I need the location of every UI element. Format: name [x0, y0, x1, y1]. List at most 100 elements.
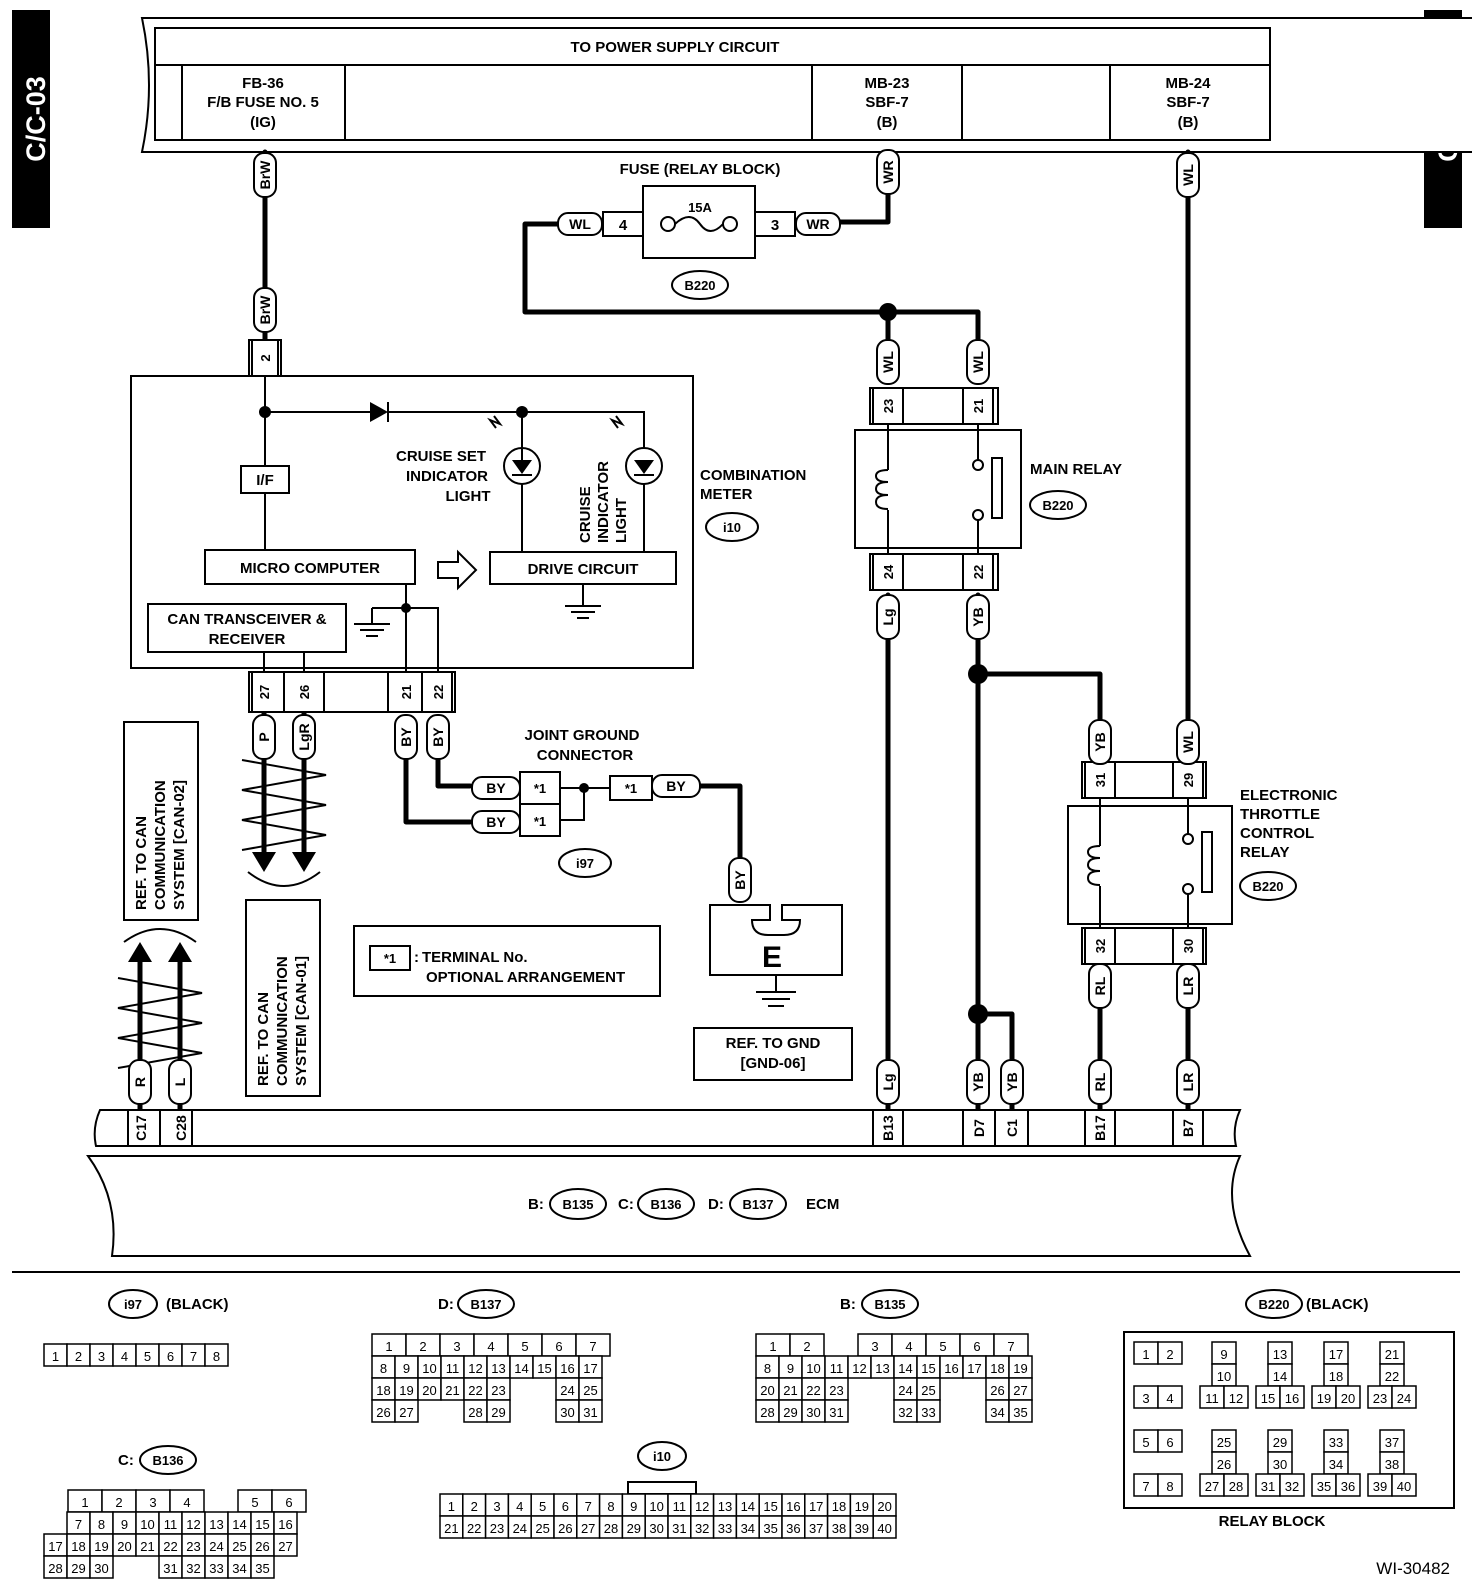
grid-b220-pin: 21 — [1385, 1347, 1399, 1362]
ref-can01-line3: SYSTEM [CAN-01] — [293, 956, 310, 1086]
grid-b137-pin: 3 — [453, 1339, 460, 1354]
main-relay-pin-24: 24 — [881, 564, 896, 579]
grid-b135-pin: 23 — [829, 1383, 843, 1398]
grid-b220-pin: 11 — [1205, 1391, 1219, 1406]
grid-b135-cell — [1008, 1399, 1033, 1423]
grid-b137-pin: 26 — [376, 1405, 390, 1420]
grid-b220-pin: 2 — [1166, 1347, 1173, 1362]
wire-by-3: BY — [486, 780, 506, 796]
wire-wr-1: WR — [880, 160, 896, 183]
grid-b135-pin: 12 — [852, 1361, 866, 1376]
grid-b136-pin: 14 — [232, 1517, 246, 1532]
grid-b220-pin: 31 — [1261, 1479, 1275, 1494]
etc-relay-pin-30: 30 — [1181, 939, 1196, 953]
grid-b135-pin: 17 — [967, 1361, 981, 1376]
grid-i10-pin: 35 — [763, 1521, 777, 1536]
ref-can02-line2: COMMUNICATION — [152, 780, 169, 910]
grid-b135-pin: 34 — [990, 1405, 1004, 1420]
fb36-line3: (IG) — [250, 114, 276, 131]
grid-b136-pin: 2 — [115, 1495, 122, 1510]
grid-b135-pin: 13 — [875, 1361, 889, 1376]
grid-b135-pin: 4 — [905, 1339, 912, 1354]
grid-i10-pin: 33 — [718, 1521, 732, 1536]
grid-i10-pin: 32 — [695, 1521, 709, 1536]
grid-i97-pin: 3 — [98, 1349, 105, 1364]
grid-b136-cell — [273, 1533, 298, 1557]
wire-yb-1: YB — [970, 607, 986, 626]
grid-b135-pin: 27 — [1013, 1383, 1027, 1398]
main-relay-pin-22: 22 — [971, 565, 986, 579]
grid-b136-pin: 4 — [183, 1495, 190, 1510]
etc-relay-line2: THROTTLE — [1240, 806, 1320, 823]
grid-b136-pin: 32 — [186, 1561, 200, 1576]
grid-b220-cell — [1391, 1473, 1417, 1497]
wire-lr-2: LR — [1180, 1073, 1196, 1092]
twisted-pair-can02 — [117, 928, 203, 1069]
grid-b220-pin: 14 — [1273, 1369, 1287, 1384]
fuse-rating: 15A — [688, 200, 712, 215]
grid-b135-pin: 9 — [787, 1361, 794, 1376]
ref-can01-line2: COMMUNICATION — [274, 956, 291, 1086]
wire-by-6: BY — [666, 778, 686, 794]
b220-color: (BLACK) — [1306, 1296, 1368, 1313]
grid-b220-pin: 7 — [1142, 1479, 1149, 1494]
cruise-ind-line3: LIGHT — [613, 498, 630, 543]
meter-pin-21: 21 — [399, 685, 414, 699]
ref-can01-line1: REF. TO CAN — [255, 992, 272, 1086]
combination-meter: 2 I/F MICRO COMPUTER DRIVE C — [130, 339, 806, 713]
grid-b137-pin: 28 — [468, 1405, 482, 1420]
ecm-d-conn: B137 — [742, 1197, 773, 1212]
etc-relay-pin-32: 32 — [1093, 939, 1108, 953]
ecm-pin-d7: D7 — [971, 1119, 987, 1137]
twisted-pair-can01 — [241, 759, 327, 887]
grid-b220-pin: 3 — [1142, 1391, 1149, 1406]
grid-b220-cell — [1335, 1385, 1361, 1409]
grid-b220-pin: 34 — [1329, 1457, 1343, 1472]
grid-b136-pin: 24 — [209, 1539, 223, 1554]
b220-caption: RELAY BLOCK — [1219, 1513, 1326, 1530]
grid-b136-pin: 34 — [232, 1561, 246, 1576]
grid-b135-pin: 3 — [871, 1339, 878, 1354]
grid-i97-pin: 4 — [121, 1349, 128, 1364]
grid-b220-pin: 18 — [1329, 1369, 1343, 1384]
main-relay-name: MAIN RELAY — [1030, 461, 1122, 478]
ecm-pin-b7: B7 — [1180, 1119, 1196, 1137]
ecm-block: C17 C28 B13 D7 C1 B17 B7 B: B135 C: B136… — [86, 1109, 1252, 1257]
grid-b135-pin: 7 — [1007, 1339, 1014, 1354]
ground-ref-line1: REF. TO GND — [726, 1035, 821, 1052]
b137-id: B137 — [470, 1297, 501, 1312]
grid-i10-pin: 15 — [763, 1499, 777, 1514]
grid-b220-pin: 30 — [1273, 1457, 1287, 1472]
wire-lgr: LgR — [296, 723, 312, 750]
legend-line2: OPTIONAL ARRANGEMENT — [426, 969, 625, 986]
b135-prefix: B: — [840, 1296, 856, 1313]
grid-b220-cell — [1279, 1385, 1305, 1409]
grid-b136-pin: 19 — [94, 1539, 108, 1554]
joint-ground-connector: JOINT GROUND CONNECTOR *1 *1 *1 i97 — [519, 727, 653, 878]
wire-wl-3: WL — [970, 351, 986, 373]
grid-b220-cell — [1223, 1385, 1249, 1409]
grid-b135-pin: 2 — [803, 1339, 810, 1354]
grid-b136-pin: 26 — [255, 1539, 269, 1554]
main-relay-pin-23: 23 — [881, 399, 896, 413]
ecm-pin-b17: B17 — [1092, 1115, 1108, 1141]
fuse-connector: B220 — [684, 278, 715, 293]
fuse-pin-right: 3 — [771, 217, 779, 234]
grid-b137-pin: 23 — [491, 1383, 505, 1398]
meter-drive-circuit: DRIVE CIRCUIT — [528, 561, 639, 578]
meter-can-line1: CAN TRANSCEIVER & — [167, 611, 326, 628]
grid-i10-pin: 4 — [516, 1499, 523, 1514]
grid-b135-pin: 10 — [806, 1361, 820, 1376]
grid-b137-cell — [394, 1399, 419, 1423]
grid-i10-pin: 40 — [877, 1521, 891, 1536]
grid-b136-pin: 3 — [149, 1495, 156, 1510]
grid-b136-pin: 17 — [48, 1539, 62, 1554]
ground-ref-line2: [GND-06] — [740, 1055, 805, 1072]
grid-b220-cell — [1157, 1385, 1183, 1409]
mb23-line1: MB-23 — [864, 75, 909, 92]
grid-i97-pin: 7 — [190, 1349, 197, 1364]
wire-yb-4: YB — [1004, 1072, 1020, 1091]
relay-block-fuse: FUSE (RELAY BLOCK) 4 3 15A B220 — [602, 161, 796, 300]
